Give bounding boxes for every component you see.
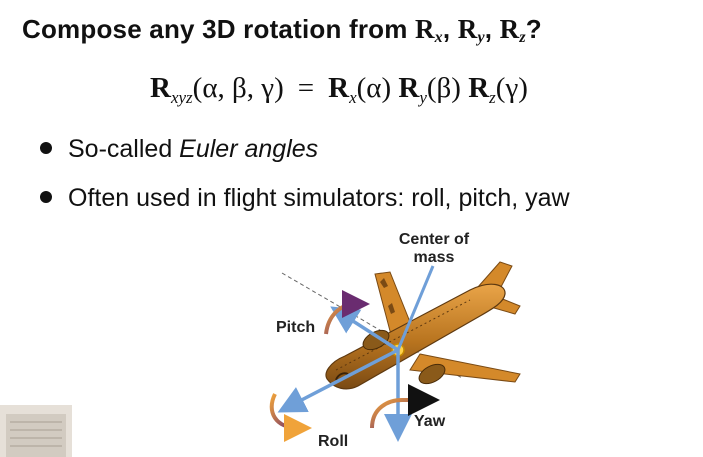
right-engine — [418, 363, 446, 385]
pitch-label: Pitch — [276, 319, 315, 336]
formula-equals: = — [297, 72, 315, 104]
pitch-axis-arrow — [330, 306, 399, 352]
roll-rotation-arrow — [269, 393, 312, 442]
airplane-diagram: Center of mass Pitch Roll Yaw — [0, 231, 521, 457]
yaw-label: Yaw — [414, 413, 446, 430]
bullet-euler-angles: So-called Euler angles — [40, 135, 318, 164]
rotation-formula: Rxyz(α, β, γ)=Rx(α) Ry(β) Rz(γ) — [150, 72, 528, 107]
title-rx: Rx — [414, 14, 443, 46]
emphasis-euler-angles: Euler angles — [179, 135, 319, 163]
title-ry: Ry — [457, 14, 485, 46]
title-text: Compose any 3D rotation from — [22, 14, 415, 44]
roll-axis-arrow — [277, 348, 399, 413]
bullet-dot — [40, 142, 52, 155]
center-of-mass-label-line2: mass — [414, 249, 455, 266]
pitch-rotation-arrow — [324, 290, 370, 335]
cockpit — [335, 372, 349, 381]
bullet-dot — [40, 191, 52, 204]
center-of-mass-leader — [396, 265, 435, 351]
title-rz: Rz — [499, 14, 526, 46]
corner-photo-fragment — [0, 405, 72, 457]
formula-lhs-args: (α, β, γ) — [192, 72, 284, 104]
bullet-flight-simulators: Often used in flight simulators: roll, p… — [40, 184, 570, 213]
right-wing — [409, 353, 521, 383]
yaw-rotation-arrow — [370, 384, 440, 429]
roll-label: Roll — [318, 433, 348, 450]
center-of-mass-label-line1: Center of — [399, 231, 470, 248]
slide-title: Compose any 3D rotation from Rx, Ry, Rz? — [22, 14, 542, 46]
